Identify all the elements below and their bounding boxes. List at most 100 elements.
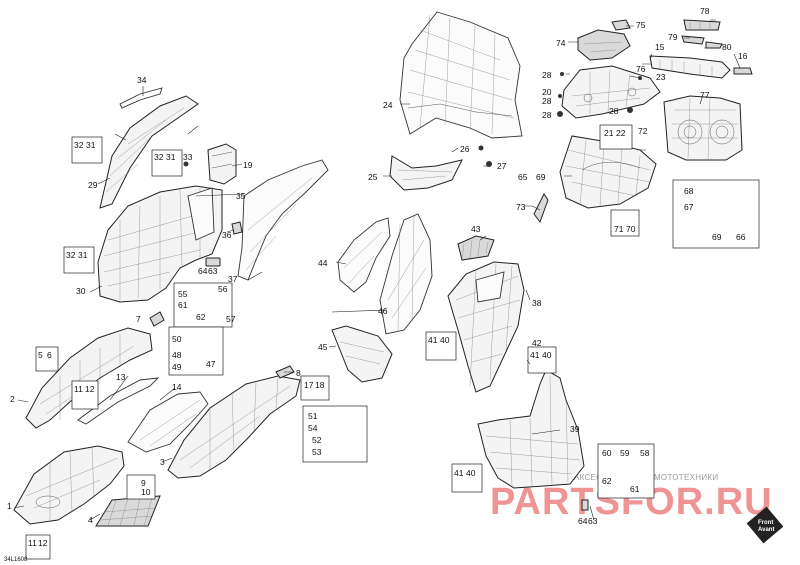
callout-64-b: 64: [578, 516, 588, 526]
part-35-37-inner-panel[interactable]: [237, 159, 329, 281]
callout-28-c: 28: [542, 110, 552, 120]
callout-60: 60: [602, 448, 612, 458]
callout-3: 3: [160, 457, 165, 467]
callout-62-b: 62: [602, 476, 612, 486]
callout-47: 47: [206, 359, 216, 369]
callout-48: 48: [172, 350, 182, 360]
part-75-clip[interactable]: [611, 19, 631, 31]
part-45-vent[interactable]: [331, 325, 393, 383]
callout-63-a: 63: [208, 266, 218, 276]
callout-74: 74: [556, 38, 566, 48]
callout-29: 29: [88, 180, 98, 190]
callout-21: 21: [604, 128, 614, 138]
callout-49: 49: [172, 362, 182, 372]
callout-72: 72: [638, 126, 648, 136]
callout-15: 15: [655, 42, 665, 52]
callout-70: 70: [626, 224, 636, 234]
part-20-instrument-support[interactable]: [561, 65, 661, 119]
callout-28-d: 28: [609, 106, 619, 116]
callout-20: 20: [542, 87, 552, 97]
callout-labels: 1 2 3 4 5 6 7 8 9 10 11 12 13 14 15 16 1…: [7, 6, 748, 548]
part-1-front-cowl[interactable]: [13, 445, 125, 525]
callout-1: 1: [7, 501, 12, 511]
callout-30: 30: [76, 286, 86, 296]
callout-23: 23: [656, 72, 666, 82]
part-14-inner-lower-panel[interactable]: [127, 391, 209, 453]
part-74-mirror-cover[interactable]: [577, 29, 631, 61]
callout-12: 12: [85, 384, 95, 394]
callout-4: 4: [88, 515, 93, 525]
part-15-support-arm[interactable]: [649, 55, 731, 79]
part-4-grille-mesh[interactable]: [95, 495, 161, 527]
part-65-headlight-assembly[interactable]: [559, 135, 657, 209]
callout-41-c: 41: [454, 468, 464, 478]
part-38-front-side-fairing[interactable]: [447, 261, 525, 393]
part-44-air-duct[interactable]: [337, 217, 391, 293]
front-badge-line1: Front: [758, 520, 773, 526]
callout-53: 53: [312, 447, 322, 457]
part-19-small-cover[interactable]: [207, 143, 237, 185]
part-43-grille[interactable]: [457, 235, 495, 261]
callout-41-b: 41: [530, 350, 540, 360]
part-7-clip[interactable]: [149, 311, 165, 327]
part-16-clamp[interactable]: [733, 67, 753, 75]
callout-69: 69: [536, 172, 546, 182]
callout-8: 8: [296, 368, 301, 378]
leader-lines: [13, 19, 741, 521]
callout-26: 26: [460, 144, 470, 154]
callout-40-a: 40: [440, 335, 450, 345]
callout-14: 14: [172, 382, 182, 392]
part-78-bracket[interactable]: [683, 19, 721, 31]
callout-78: 78: [700, 6, 710, 16]
callout-10: 10: [141, 487, 151, 497]
part-3-lower-side-panel[interactable]: [167, 375, 301, 479]
callout-35: 35: [236, 191, 246, 201]
part-73-lens[interactable]: [533, 193, 549, 224]
callout-52: 52: [312, 435, 322, 445]
callout-66: 66: [736, 232, 746, 242]
callout-9: 9: [141, 478, 146, 488]
callout-46: 46: [378, 306, 388, 316]
callout-75: 75: [636, 20, 646, 30]
callout-17: 17: [304, 380, 314, 390]
part-25-lower-fairing-nose[interactable]: [389, 155, 463, 191]
callout-73: 73: [516, 202, 526, 212]
callout-51: 51: [308, 411, 318, 421]
callout-54: 54: [308, 423, 318, 433]
callout-28-b: 28: [542, 96, 552, 106]
callout-25: 25: [368, 172, 378, 182]
callout-68: 68: [684, 186, 694, 196]
part-46-side-deflector[interactable]: [379, 213, 433, 335]
callout-32-c: 32: [66, 250, 76, 260]
callout-65: 65: [518, 172, 528, 182]
callout-62-a: 62: [196, 312, 206, 322]
callout-2: 2: [10, 394, 15, 404]
callout-43: 43: [471, 224, 481, 234]
callout-77: 77: [700, 90, 710, 100]
callout-67: 67: [684, 202, 694, 212]
callout-19: 19: [243, 160, 253, 170]
callout-80: 80: [722, 42, 732, 52]
callout-33: 33: [183, 152, 193, 162]
part-77-headlight-housing[interactable]: [663, 95, 743, 161]
callout-31-c: 31: [78, 250, 88, 260]
callout-11-b: 11: [28, 538, 37, 548]
part-36-clip[interactable]: [231, 221, 243, 235]
part-64-63-fasteners[interactable]: [205, 257, 221, 267]
part-29-side-panel-upper[interactable]: [99, 95, 199, 209]
callout-12-b: 12: [38, 538, 48, 548]
callout-44: 44: [318, 258, 328, 268]
callout-55: 55: [178, 289, 188, 299]
front-badge-line2: Avant: [758, 527, 774, 533]
part-39-lower-front-fairing[interactable]: [477, 369, 585, 489]
callout-64-a: 64: [198, 266, 208, 276]
callout-24: 24: [383, 100, 393, 110]
image-code: 34L1608: [4, 557, 28, 563]
callout-59: 59: [620, 448, 630, 458]
part-24-windshield[interactable]: [399, 11, 523, 139]
part-63-64-pin[interactable]: [581, 499, 589, 511]
callout-61-a: 61: [178, 300, 188, 310]
part-34-trim-strip[interactable]: [119, 87, 163, 109]
part-30-inner-fairing[interactable]: [97, 185, 223, 303]
